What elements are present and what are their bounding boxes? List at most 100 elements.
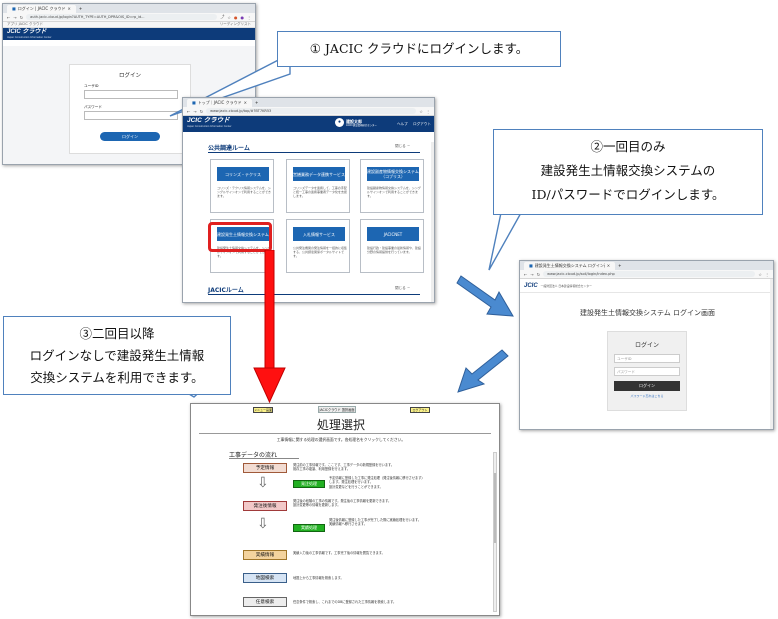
header-subtitle: Japan Construction Information Center	[7, 36, 52, 39]
service-card: 建設副産物情報交換システム（コブリス）建設副産物情報交換システムを、シングルサイ…	[360, 159, 424, 213]
reload-icon[interactable]: ↻	[536, 271, 541, 277]
star-icon[interactable]: ☆	[758, 271, 762, 277]
new-tab-icon[interactable]: +	[618, 263, 622, 268]
callout-step3: ③二回目以降 ログインなしで建設発生土情報 交換システムを利用できます。	[3, 316, 231, 395]
actual-info-button[interactable]: 実績情報	[243, 550, 287, 560]
bookmark-bar: アプリ JACIC クラウド リーディングリスト	[3, 22, 255, 28]
actual-process-button[interactable]: 実績処理	[293, 524, 325, 532]
scrollbar[interactable]	[770, 279, 773, 429]
reload-icon[interactable]: ↻	[19, 14, 24, 20]
service-card-button[interactable]: 建設発生土情報交換システム	[217, 227, 269, 241]
star-icon[interactable]: ☆	[227, 14, 231, 20]
bookmark-items[interactable]: アプリ JACIC クラウド	[7, 22, 43, 26]
back-icon[interactable]: ←	[7, 14, 11, 20]
user-avatar: ●	[335, 118, 344, 127]
url-field[interactable]: www.jacic-cloud.jp/soil/login/index.php	[543, 271, 756, 277]
menu-screen-button[interactable]: メニュー画面	[253, 407, 273, 413]
login-title: ログイン	[634, 342, 659, 349]
user-block[interactable]: ● 建設太郎 JACIC建設業務研究センター	[335, 118, 377, 127]
soil-login-window: ■ 建設発生土情報交換システム ログイン画面 × + ← → ↻ www.jac…	[519, 260, 774, 430]
password-input[interactable]	[84, 111, 178, 120]
service-card-button[interactable]: コリンズ・テクリス	[217, 167, 269, 181]
free-search-desc: 任意条件で検索し、これまでのDBに登録された工事情報を検索します。	[293, 600, 397, 604]
close-icon[interactable]: ×	[243, 100, 247, 105]
address-bar-row: ← → ↻ www.jacic-cloud.jp/soil/login/inde…	[520, 270, 773, 279]
scrollbar-thumb[interactable]	[494, 473, 496, 543]
back-icon[interactable]: ←	[187, 108, 191, 114]
callout-step1: ① JACIC クラウドにログインします。	[277, 31, 561, 67]
service-card-button[interactable]: JACICNET	[367, 227, 419, 241]
forward-icon[interactable]: →	[13, 14, 17, 20]
profile-avatar[interactable]: ●	[240, 14, 245, 20]
section-toggle[interactable]: 閉じる −	[395, 144, 410, 149]
order-process-label: 発注処理	[301, 481, 317, 486]
menu-icon[interactable]: ⋮	[247, 14, 251, 20]
login-title: ログイン	[118, 73, 141, 79]
tab-title: ログイン | JACIC クラウド	[17, 5, 66, 11]
service-card-button[interactable]: 建設副産物情報交換システム（コブリス）	[367, 167, 419, 181]
logout-button[interactable]: ログアウト	[410, 407, 430, 413]
menu-icon[interactable]: ⋮	[765, 271, 769, 277]
address-bar-row: ← → ↻ www.jacic-cloud.jp/top/#?BT7KR53 ☆…	[183, 107, 434, 116]
plan-info-desc: 発注前の工事情報です。ここです、工事データの新規登録を行います。 既存工事の複製…	[293, 463, 395, 472]
free-search-button[interactable]: 任意検索	[243, 597, 287, 607]
url-field[interactable]: auth.jacic-cloud.jp/login?AUTH_TYPE=AUTH…	[26, 14, 218, 20]
help-link[interactable]: ヘルプ	[397, 122, 408, 126]
flow-title: 工事データの流れ	[229, 452, 278, 459]
actual-info-label: 実績情報	[255, 553, 275, 558]
blue-arrow-left-down	[457, 349, 509, 393]
service-card-button[interactable]: 入札情報サービス	[293, 227, 345, 241]
header-subtitle: 一般財団法人 日本建設情報総合センター	[540, 283, 592, 288]
callout-step1-text: ① JACIC クラウドにログインします。	[309, 41, 529, 56]
browser-tab[interactable]: ■ ログイン | JACIC クラウド ×	[7, 4, 76, 13]
callout-step3-line1: ③二回目以降	[79, 326, 155, 341]
password-input[interactable]: パスワード	[614, 367, 680, 376]
cloud-select-label: JACICクラウド 選択画面	[319, 408, 355, 412]
jacic-logo[interactable]: JCIC クラウド	[187, 117, 230, 124]
callout-step3-line2: ログインなしで建設発生土情報	[29, 348, 205, 363]
order-info-desc: 発注後の段階の工事の情報です。発注後の工事情報を更新できます。 設計変更等の情報…	[293, 499, 392, 508]
url-field[interactable]: www.jacic-cloud.jp/top/#?BT7KR53	[206, 108, 417, 114]
forward-icon[interactable]: →	[530, 271, 534, 277]
star-icon[interactable]: ☆	[419, 108, 423, 114]
password-label: パスワード	[84, 105, 102, 109]
section2-toggle[interactable]: 閉じる −	[395, 286, 410, 291]
new-tab-icon[interactable]: +	[254, 100, 259, 105]
browser-tab[interactable]: ■ 建設発生土情報交換システム ログイン画面 ×	[524, 261, 616, 270]
login-button[interactable]: ログイン	[614, 381, 680, 391]
back-icon[interactable]: ←	[524, 271, 528, 277]
map-search-button[interactable]: 地図検索	[243, 573, 287, 583]
order-process-button[interactable]: 発注処理	[293, 480, 325, 488]
new-tab-icon[interactable]: +	[78, 6, 83, 11]
extension-icon[interactable]: ●	[234, 14, 238, 20]
menu-icon[interactable]: ⋮	[426, 108, 430, 114]
reload-icon[interactable]: ↻	[199, 108, 204, 114]
forward-icon[interactable]: →	[193, 108, 197, 114]
browser-tab[interactable]: ■ トップ｜JACIC クラウド ×	[187, 98, 252, 107]
scrollbar[interactable]	[431, 142, 434, 302]
plan-info-button[interactable]: 予定情報	[243, 463, 287, 473]
plan-info-label: 予定情報	[255, 466, 275, 471]
order-info-button[interactable]: 発注後情報	[243, 501, 287, 511]
callout-step2: ②一回目のみ 建設発生土情報交換システムの ID/パスワードでログインします。	[493, 129, 763, 215]
service-card-button[interactable]: 営繕業務データ連携サービス	[293, 167, 345, 181]
scrollbar[interactable]	[493, 452, 497, 612]
service-card-desc: コリンズ・テクリス情報システムを、シングルサインオンで利用することができます。	[217, 186, 272, 198]
tab-title: トップ｜JACIC クラウド	[197, 99, 242, 105]
jacic-logo[interactable]: JCIC クラウド	[7, 29, 47, 35]
jacic-logo[interactable]: JCIC	[524, 282, 538, 289]
logout-link[interactable]: ログアウト	[413, 122, 431, 126]
cloud-select-button[interactable]: JACICクラウド 選択画面	[318, 406, 356, 413]
close-icon[interactable]: ×	[606, 263, 611, 268]
login-card: ログイン ユーザID パスワード ログイン	[69, 64, 191, 154]
reading-list[interactable]: リーディングリスト	[219, 22, 251, 26]
order-process-desc: 予定情報に登録した工事に発注処理（発注後情報に移行させます） します。発注処理を…	[329, 476, 425, 489]
section2-toggle-label: 閉じる	[395, 286, 406, 290]
share-icon[interactable]: ⤴	[220, 14, 225, 19]
close-icon[interactable]: ×	[67, 6, 71, 11]
browser-tab-strip: ■ トップ｜JACIC クラウド × +	[183, 98, 434, 107]
forgot-password-link[interactable]: パスワード忘れはこちら	[630, 394, 664, 398]
login-button[interactable]: ログイン	[100, 132, 160, 141]
user-id-input[interactable]	[84, 90, 178, 99]
user-id-input[interactable]: ユーザID	[614, 354, 680, 363]
